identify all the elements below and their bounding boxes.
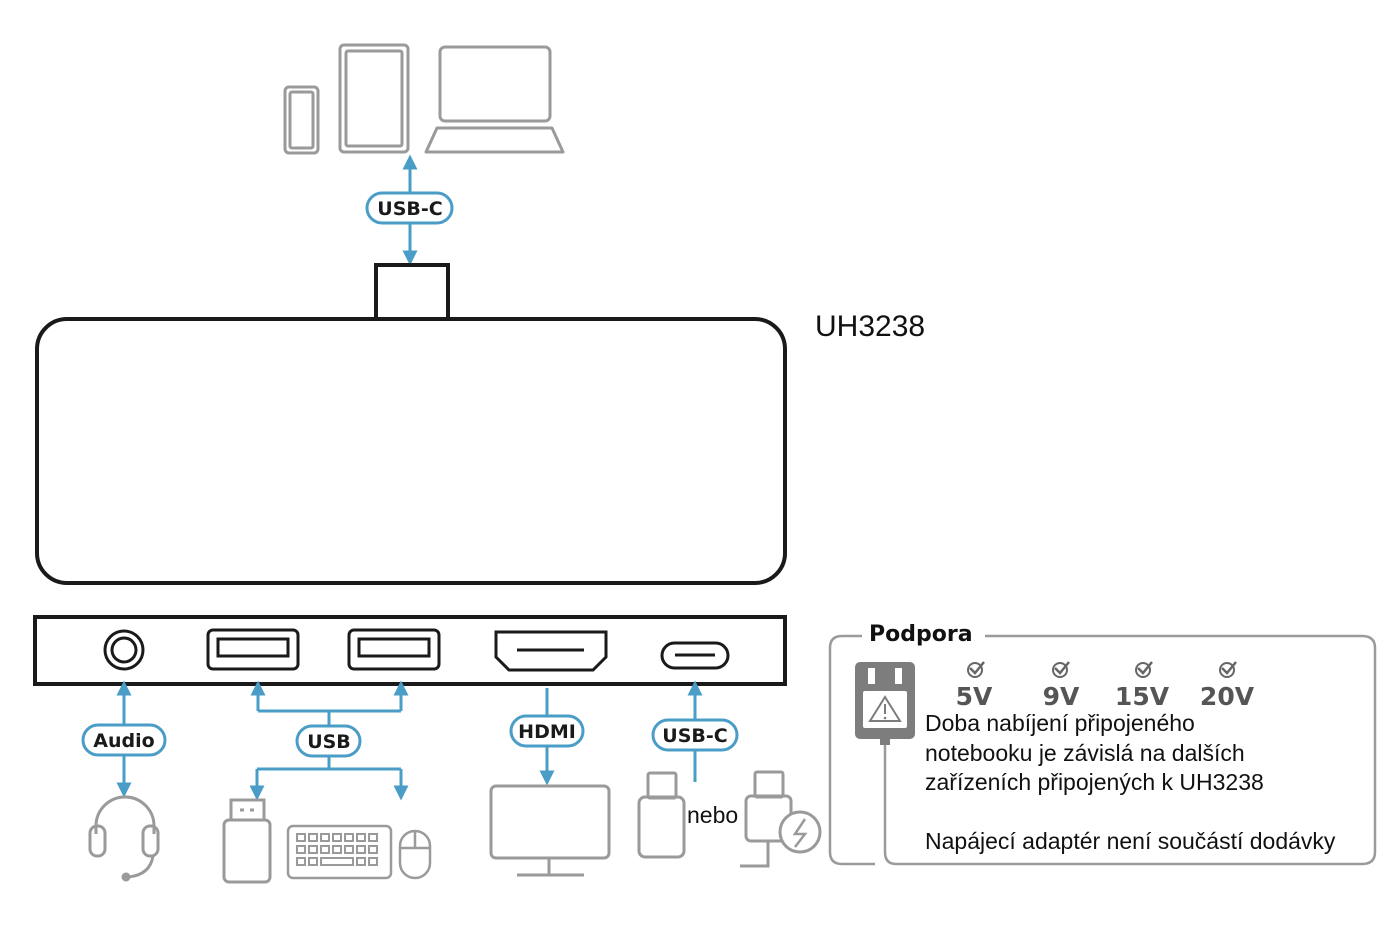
laptop-icon (424, 45, 565, 154)
mouse-icon (398, 829, 432, 880)
usb-label: USB (307, 731, 351, 753)
usb-a-port-2 (347, 628, 441, 671)
support-panel: Podpora 5V 9V 15V (828, 622, 1377, 866)
audio-link: Audio (81, 680, 167, 798)
tablet-icon (338, 43, 410, 154)
hdmi-port (494, 630, 608, 672)
host-usb-c-link: USB-C (365, 154, 454, 266)
voltage-5v: 5V (956, 661, 993, 711)
check-icon (1219, 662, 1235, 678)
or-text: nebo (687, 802, 738, 828)
support-title: Podpora (869, 622, 973, 647)
hub-port-panel (33, 615, 787, 686)
audio-label-badge (81, 723, 167, 757)
svg-text:5V: 5V (956, 682, 993, 711)
smartphone-icon (283, 85, 320, 155)
usb-label-badge (295, 724, 362, 758)
usb-c-plug (374, 263, 450, 322)
support-note-line-1: Doba nabíjení připojeného (925, 710, 1195, 736)
hdmi-label-badge (509, 714, 585, 748)
svg-text:9V: 9V (1043, 682, 1080, 711)
support-note-line-3: zařízeních připojených k UH3238 (925, 769, 1264, 795)
audio-jack-port (103, 629, 145, 671)
host-usb-c-label-badge (365, 191, 454, 225)
check-icon (1135, 662, 1151, 678)
audio-label: Audio (93, 730, 154, 752)
voltage-9v: 9V (1043, 661, 1080, 711)
usb-flash-drive-icon (222, 798, 272, 884)
usb-c-power-icon (740, 770, 822, 868)
headset-icon (88, 795, 160, 882)
svg-text:20V: 20V (1200, 682, 1255, 711)
keyboard-icon (286, 824, 393, 880)
host-usb-c-label: USB-C (377, 198, 442, 220)
usb-c-label-badge (651, 718, 739, 752)
voltage-15v: 15V (1115, 661, 1170, 711)
hub-top-view (35, 317, 787, 585)
adapter-not-included-note: Napájecí adaptér není součástí dodávky (925, 828, 1336, 854)
usb-c-device-icon (637, 771, 686, 859)
support-note-line-2: notebooku je závislá na dalších (925, 740, 1245, 766)
usb-c-label: USB-C (662, 725, 727, 747)
usb-a-port-1 (206, 628, 300, 671)
model-label: UH3238 (815, 310, 925, 343)
svg-text:15V: 15V (1115, 682, 1170, 711)
check-icon (1052, 662, 1068, 678)
voltage-20v: 20V (1200, 661, 1255, 711)
check-icon (967, 662, 983, 678)
hub-device (35, 263, 787, 585)
usb-link (249, 680, 409, 801)
warning-icon (868, 695, 902, 722)
usb-c-port (660, 641, 730, 670)
hdmi-label: HDMI (518, 721, 576, 743)
monitor-icon (489, 784, 611, 877)
hdmi-link: HDMI (509, 688, 585, 786)
power-adapter-icon (855, 662, 915, 745)
usb-c-link: USB-C (651, 680, 739, 782)
